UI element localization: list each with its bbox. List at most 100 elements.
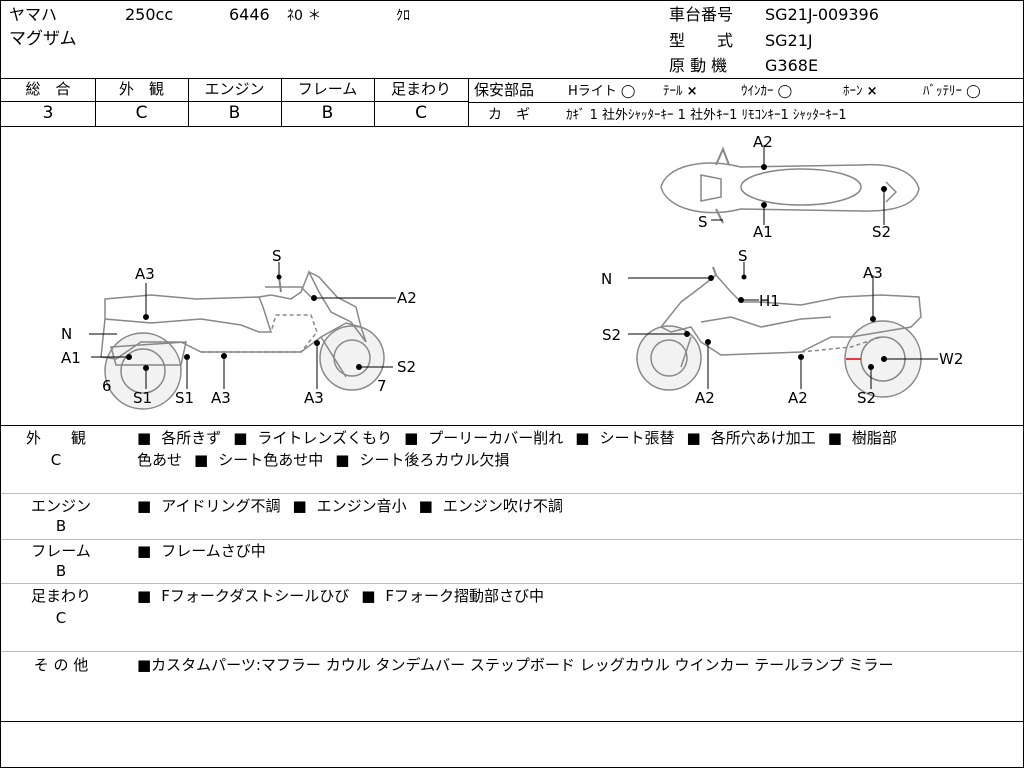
divider bbox=[1, 721, 1023, 722]
grade-exterior-value: C bbox=[135, 103, 148, 123]
registration-kana: ﾈ0 ＊ bbox=[287, 8, 322, 24]
remark-item: アイドリング不調 bbox=[137, 497, 280, 515]
divider bbox=[1, 126, 1023, 127]
diagram-label: A3 bbox=[135, 265, 155, 283]
damage-diagram: S A3 A2 N A1 S2 6 S1 S1 A3 A3 7 A2 S A1 … bbox=[61, 133, 963, 410]
divider bbox=[281, 78, 282, 126]
diagram-label: S bbox=[738, 247, 748, 265]
grade-frame-label: フレーム bbox=[297, 80, 358, 98]
remark-item: 各所穴あけ加工 bbox=[687, 429, 816, 447]
remarks-exterior-label: 外 観 bbox=[25, 429, 86, 447]
remark-item: シート張替 bbox=[575, 429, 674, 447]
grade-suspension-value: C bbox=[415, 103, 427, 123]
model-type-value: SG21J bbox=[765, 31, 813, 50]
safety-item-battery: ﾊﾞｯﾃﾘｰ ◯ bbox=[923, 84, 981, 99]
safety-item-headlight: Hライト ◯ bbox=[568, 84, 636, 99]
divider bbox=[1, 78, 1023, 79]
remark-item: プーリーカバー削れ bbox=[404, 429, 563, 447]
diagram-label: W2 bbox=[939, 350, 963, 368]
remark-item: フレームさび中 bbox=[137, 542, 266, 560]
remarks-suspension-grade: C bbox=[55, 609, 67, 627]
remark-item: エンジン吹け不調 bbox=[419, 497, 563, 515]
diagram-label: A2 bbox=[788, 389, 808, 407]
diagram-label: S2 bbox=[872, 223, 891, 241]
remarks-engine-line: アイドリング不調エンジン音小エンジン吹け不調 bbox=[137, 497, 575, 515]
diagram-label: N bbox=[601, 270, 612, 288]
remark-item: ライトレンズくもり bbox=[233, 429, 392, 447]
remark-item: 各所きず bbox=[137, 429, 221, 447]
divider bbox=[188, 78, 189, 126]
frame-number-value: SG21J-009396 bbox=[765, 5, 879, 24]
remark-item: Fフォーク摺動部さび中 bbox=[361, 587, 544, 605]
remarks-suspension-label: 足まわり bbox=[30, 587, 91, 605]
diagram-label: A3 bbox=[304, 389, 324, 407]
remark-item: シート色あせ中 bbox=[194, 451, 323, 469]
divider bbox=[468, 102, 1023, 103]
remarks-other-line: ■カスタムパーツ:マフラー カウル タンデムバー ステップボード レッグカウル … bbox=[137, 656, 894, 674]
divider bbox=[1, 539, 1023, 540]
remark-item: 樹脂部 bbox=[828, 429, 897, 447]
divider bbox=[374, 78, 375, 126]
diagram-label: A3 bbox=[211, 389, 231, 407]
divider bbox=[1, 651, 1023, 652]
model-name: マグザム bbox=[9, 29, 77, 49]
diagram-label: A3 bbox=[863, 264, 883, 282]
divider bbox=[1, 493, 1023, 494]
engine-type-label: 原 動 機 bbox=[669, 56, 728, 75]
diagram-label: 6 bbox=[102, 377, 112, 395]
divider bbox=[1, 425, 1023, 426]
diagram-label: N bbox=[61, 325, 72, 343]
grade-engine-value: B bbox=[228, 103, 241, 123]
grade-exterior-label: 外 観 bbox=[118, 80, 164, 98]
diagram-label: S2 bbox=[857, 389, 876, 407]
diagram-label: S1 bbox=[175, 389, 194, 407]
grade-engine-label: エンジン bbox=[204, 80, 265, 98]
divider bbox=[468, 78, 469, 126]
body-color: ｸﾛ bbox=[396, 8, 410, 24]
diagram-label: A2 bbox=[397, 289, 417, 307]
safety-item-taillight: ﾃｰﾙ × bbox=[663, 84, 698, 99]
grade-frame-value: B bbox=[321, 103, 334, 123]
diagram-label: S2 bbox=[397, 358, 416, 376]
frame-number-label: 車台番号 bbox=[669, 5, 734, 24]
keys-value: ｶｷﾞ 1 社外ｼｬｯﾀｰｷｰ 1 社外ｷｰ1 ﾘﾓｺﾝｷｰ1 ｼｬｯﾀｰｷｰ1 bbox=[566, 108, 847, 123]
remarks-engine-grade: B bbox=[55, 517, 67, 535]
remarks-exterior-line-2: 色あせシート色あせ中シート後ろカウル欠損 bbox=[137, 451, 521, 469]
diagram-label: A1 bbox=[753, 223, 773, 241]
remark-item: Fフォークダストシールひび bbox=[137, 587, 349, 605]
remarks-exterior-grade: C bbox=[50, 451, 62, 469]
diagram-label: S1 bbox=[133, 389, 152, 407]
scooter-left-view-icon bbox=[100, 270, 385, 410]
remarks-frame-grade: B bbox=[55, 562, 67, 580]
remarks-suspension-line: Fフォークダストシールひび Fフォーク摺動部さび中 bbox=[137, 587, 556, 605]
engine-type-value: G368E bbox=[765, 56, 819, 75]
remarks-engine-label: エンジン bbox=[30, 497, 91, 515]
remarks-frame-line: フレームさび中 bbox=[137, 542, 278, 560]
remark-item: 色あせ bbox=[137, 451, 183, 469]
remarks-frame-label: フレーム bbox=[31, 542, 91, 560]
grade-overall-value: 3 bbox=[42, 103, 54, 123]
registration-number: 6446 bbox=[229, 5, 270, 24]
scooter-top-view-icon bbox=[660, 146, 920, 224]
model-type-label: 型 式 bbox=[669, 31, 734, 50]
diagram-label: 7 bbox=[377, 377, 387, 395]
diagram-label: A2 bbox=[695, 389, 715, 407]
divider bbox=[1, 101, 468, 102]
diagram-label: A1 bbox=[61, 349, 81, 367]
diagram-label: S bbox=[272, 247, 282, 265]
diagram-label: H1 bbox=[759, 292, 780, 310]
scooter-right-view-icon bbox=[636, 266, 922, 398]
diagram-label: A2 bbox=[753, 133, 773, 151]
diagram-label: S2 bbox=[602, 326, 621, 344]
safety-parts-label: 保安部品 bbox=[474, 81, 535, 99]
engine-cc: 250cc bbox=[125, 5, 174, 24]
remark-item: シート後ろカウル欠損 bbox=[335, 451, 509, 469]
maker: ヤマハ bbox=[9, 5, 58, 24]
safety-item-winker: ｳｲﾝｶｰ ◯ bbox=[741, 84, 793, 99]
remarks-other-label: そ の 他 bbox=[33, 656, 89, 674]
diagram-label: S bbox=[698, 213, 708, 231]
grade-suspension-label: 足まわり bbox=[390, 80, 451, 98]
remark-item: エンジン音小 bbox=[292, 497, 406, 515]
keys-label: カ ギ bbox=[488, 107, 530, 123]
